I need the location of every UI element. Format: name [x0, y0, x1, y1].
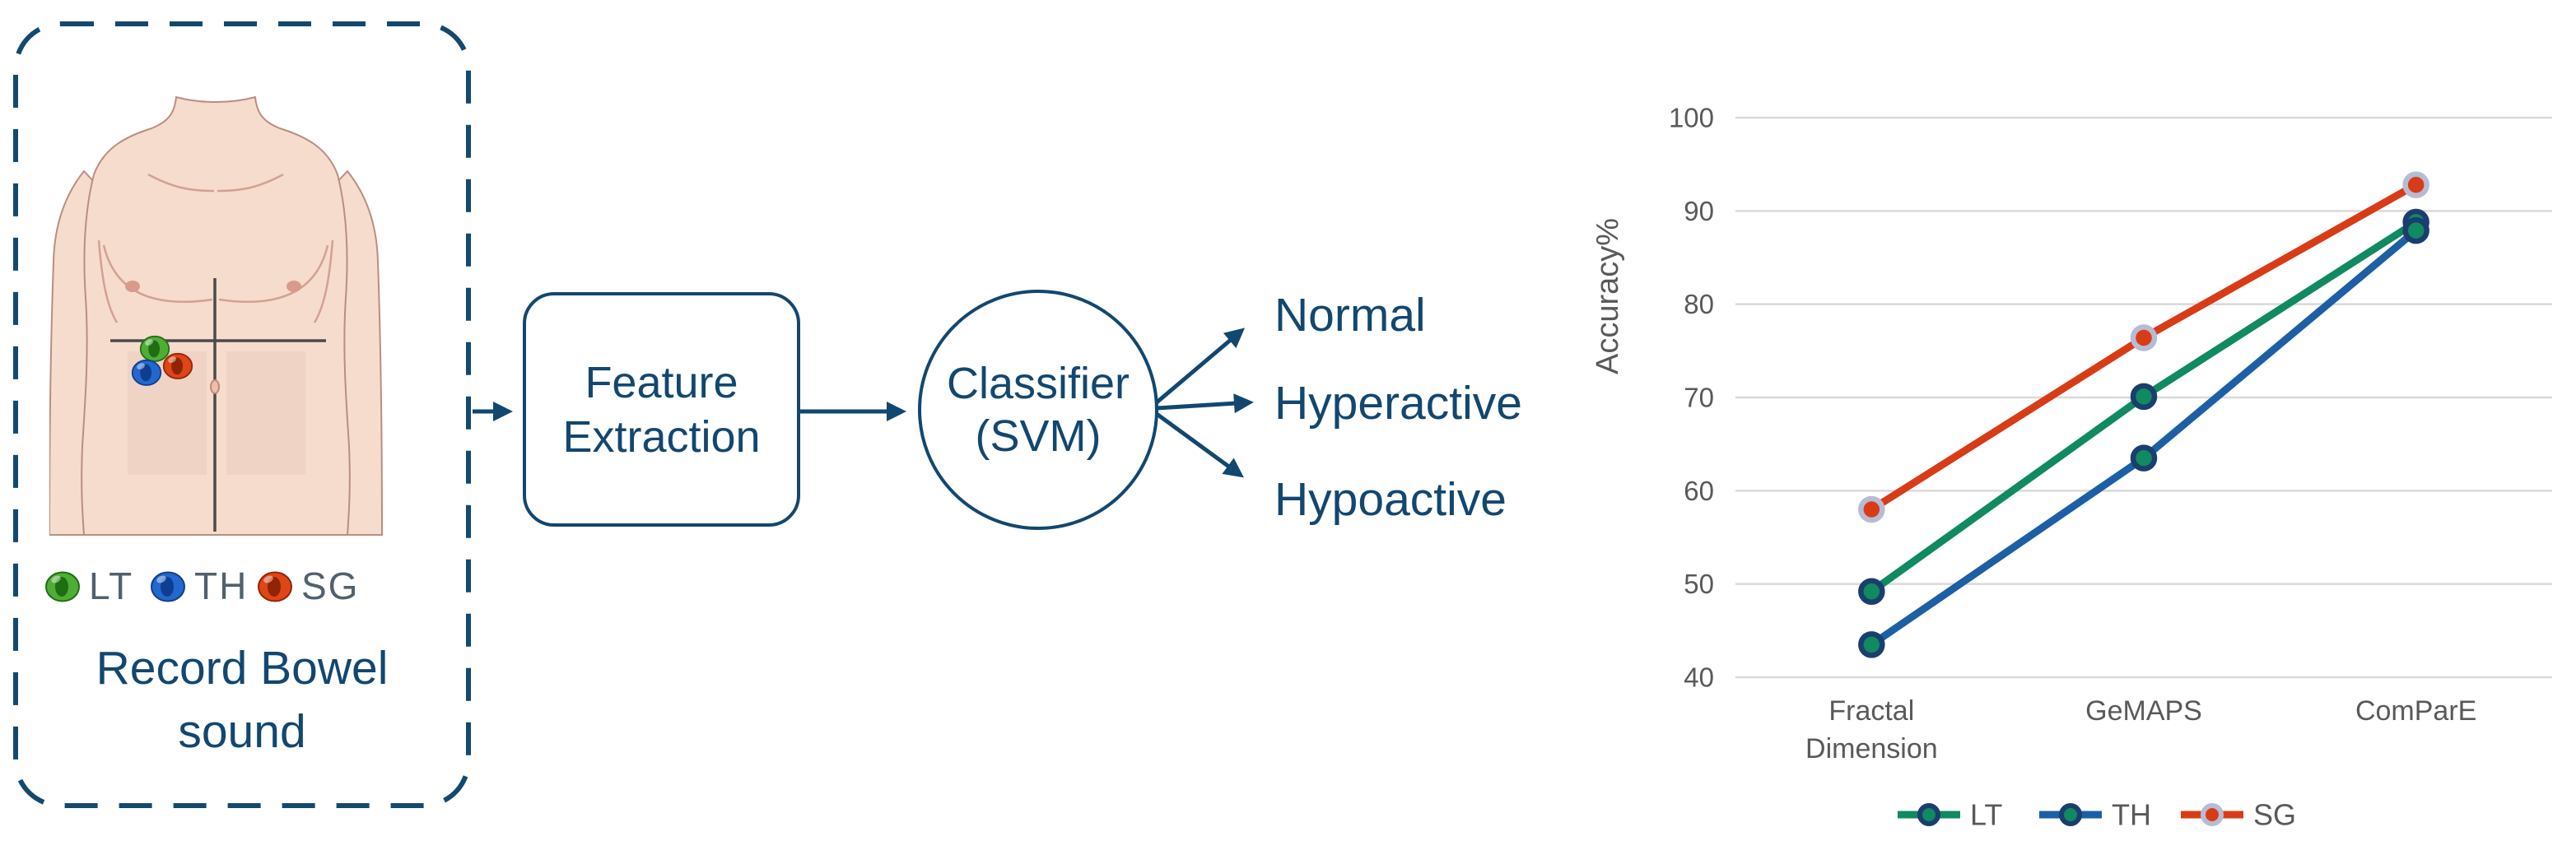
y-tick-70: 70 — [1684, 383, 1714, 413]
y-tick-100: 100 — [1669, 103, 1714, 133]
x-label-0: Fractal — [1828, 695, 1914, 727]
x-label-0: Dimension — [1805, 733, 1938, 764]
legend-item-SG: SG — [2181, 798, 2296, 832]
record-title-line2: sound — [178, 705, 306, 758]
legend-label-TH: TH — [2112, 798, 2151, 832]
y-tick-60: 60 — [1684, 476, 1714, 506]
data-point-LT-1 — [2130, 383, 2158, 411]
record-title-line1: Record Bowel — [95, 642, 389, 695]
output-label-hypoactive: Hypoactive — [1274, 473, 1507, 526]
torso-sensor-LT — [139, 332, 170, 364]
sensor-legend-item-TH: TH — [150, 564, 248, 608]
feature-extraction-box: Feature Extraction — [523, 292, 800, 527]
sensor-legend-label: LT — [89, 565, 134, 607]
record-box-title: Record Bowel sound — [13, 637, 471, 764]
record-bowel-box: LT TH SG Record Bowel sound — [13, 21, 471, 808]
legend-item-LT: LT — [1898, 798, 2002, 832]
muscle-lines — [97, 173, 334, 323]
data-point-TH-0 — [1858, 631, 1885, 658]
sensor-legend-item-SG: SG — [257, 564, 359, 608]
feature-box-line2: Extraction — [562, 411, 761, 462]
torso-illustration — [49, 95, 384, 536]
legend-label-SG: SG — [2253, 798, 2296, 832]
sensor-legend-label: SG — [301, 565, 360, 607]
classifier-circle: Classifier (SVM) — [918, 290, 1158, 530]
y-tick-50: 50 — [1684, 569, 1714, 599]
y-axis-title: Accuracy% — [1591, 218, 1625, 374]
data-point-TH-1 — [2130, 444, 2158, 472]
data-point-SG-0 — [1858, 495, 1885, 523]
arrow-classifier-to-normal — [1155, 328, 1246, 404]
legend-item-TH: TH — [2039, 798, 2151, 832]
navel — [210, 379, 220, 394]
classifier-line1: Classifier — [946, 359, 1130, 408]
y-tick-40: 40 — [1684, 662, 1714, 693]
sensor-bead-LT-icon — [44, 568, 81, 604]
output-label-hyperactive: Hyperactive — [1274, 377, 1522, 430]
sensor-legend-item-LT: LT — [44, 564, 133, 608]
feature-box-line1: Feature — [585, 357, 738, 407]
data-point-SG-2 — [2402, 171, 2429, 198]
arrow-classifier-to-hyperactive — [1156, 393, 1254, 414]
torso-sensor-SG — [162, 350, 193, 381]
series-line-TH — [1867, 226, 2420, 648]
legend-label-LT: LT — [1970, 798, 2002, 832]
classifier-line2: (SVM) — [975, 411, 1102, 461]
output-label-normal: Normal — [1274, 289, 1426, 342]
nipple-left — [125, 281, 140, 292]
arrow-classifier-to-hypoactive — [1155, 411, 1244, 478]
data-point-SG-1 — [2130, 324, 2158, 351]
sensor-bead-SG-icon — [257, 568, 293, 604]
x-label-1: GeMAPS — [2085, 695, 2202, 727]
data-point-TH-2 — [2402, 216, 2429, 244]
y-tick-80: 80 — [1684, 289, 1714, 319]
sensor-legend-label: TH — [194, 565, 249, 607]
sensor-bead-TH-icon — [150, 568, 186, 604]
data-point-LT-0 — [1858, 578, 1885, 605]
y-tick-90: 90 — [1684, 196, 1714, 226]
nipple-right — [286, 281, 301, 292]
x-label-2: ComParE — [2355, 695, 2476, 727]
record-box-dashed-border — [13, 21, 471, 808]
torso-sensor-TH — [131, 356, 162, 388]
